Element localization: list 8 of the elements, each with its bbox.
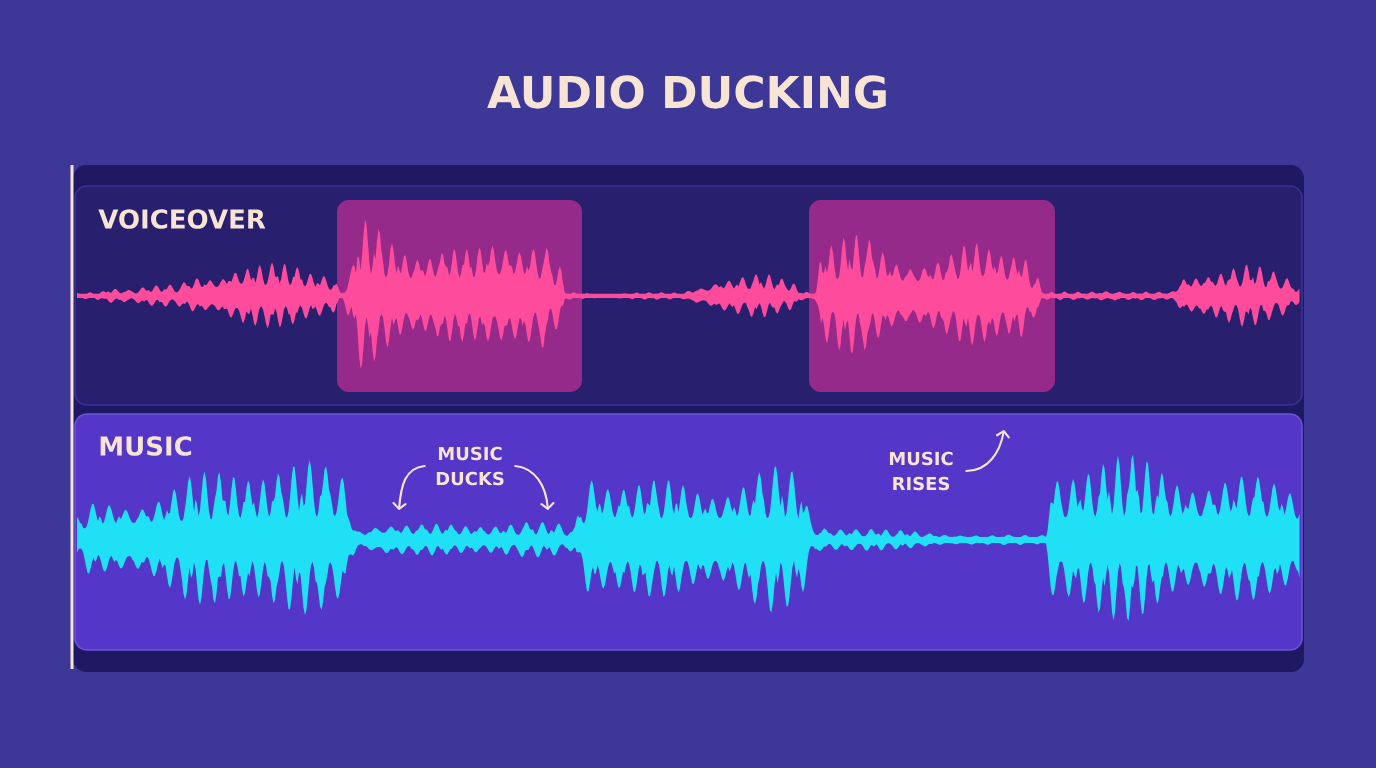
curved-arrow	[392, 464, 426, 510]
curved-arrow	[965, 430, 1010, 473]
track-label: MUSIC	[100, 436, 192, 456]
annotation-text: MUSIC DUCKS	[436, 446, 504, 486]
curved-arrow	[514, 464, 555, 510]
track-label: VOICEOVER	[98, 209, 266, 229]
title: AUDIO DUCKING	[487, 75, 886, 109]
annotation-text: MUSIC RISES	[889, 451, 953, 491]
